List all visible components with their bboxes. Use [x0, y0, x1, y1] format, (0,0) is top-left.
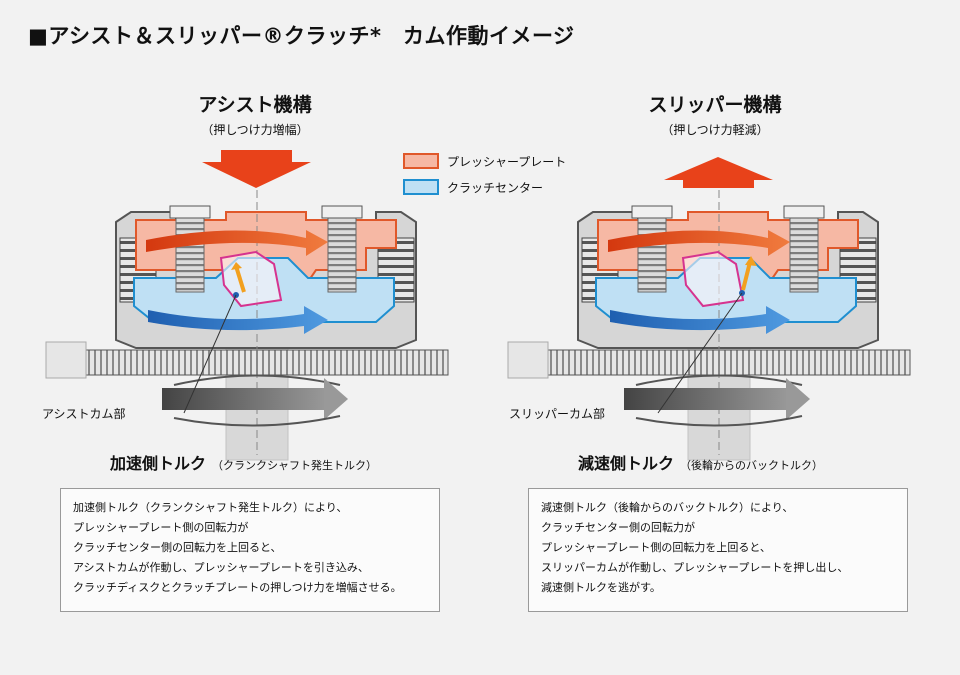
- slipper-mechanism-diagram: [507, 157, 911, 461]
- assist-subheading: （押しつけ力増幅）: [201, 123, 309, 137]
- description-line: 減速側トルクを逃がす。: [541, 581, 661, 594]
- description-line: アシストカムが作動し、プレッシャープレートを引き込み、: [73, 561, 369, 574]
- pressure-plate-swatch: [403, 153, 439, 169]
- legend: プレッシャープレート クラッチセンター: [403, 150, 566, 202]
- description-line: プレッシャープレート側の回転力を上回ると、: [541, 541, 771, 554]
- pressure-rotation-arrow-icon: [146, 230, 328, 256]
- clutch-center-swatch: [403, 179, 439, 195]
- description-line: スリッパーカムが作動し、プレッシャープレートを押し出し、: [541, 561, 849, 574]
- assist-torque-title: 加速側トルク （クランクシャフト発生トルク）: [110, 450, 377, 474]
- description-line: 減速側トルク（後輪からのバックトルク）により、: [541, 501, 794, 514]
- description-line: クラッチディスクとクラッチプレートの押しつけ力を増幅させる。: [73, 581, 402, 594]
- description-line: 加速側トルク（クランクシャフト発生トルク）により、: [73, 501, 348, 514]
- slipper-torque-title: 減速側トルク （後輪からのバックトルク）: [578, 450, 823, 474]
- description-line: クラッチセンター側の回転力が: [541, 521, 695, 534]
- assist-heading: アシスト機構: [198, 94, 312, 116]
- center-rotation-arrow-icon: [148, 306, 328, 334]
- legend-item-clutch-center: クラッチセンター: [403, 176, 566, 198]
- assist-cam-label: アシストカム部: [42, 407, 126, 421]
- slipper-torque-note: （後輪からのバックトルク）: [680, 459, 824, 472]
- assist-torque-label: 加速側トルク: [110, 454, 207, 473]
- assist-mechanism-diagram: [45, 150, 449, 461]
- slipper-heading: スリッパー機構: [648, 94, 782, 116]
- push-up-arrow-icon: [664, 157, 773, 188]
- assist-torque-note: （クランクシャフト発生トルク）: [212, 459, 378, 472]
- legend-label-pressure-plate: プレッシャープレート: [447, 154, 567, 169]
- description-line: クラッチセンター側の回転力を上回ると、: [73, 541, 282, 554]
- slipper-description-box: 減速側トルク（後輪からのバックトルク）により、 クラッチセンター側の回転力が プ…: [528, 488, 908, 612]
- slipper-torque-label: 減速側トルク: [578, 454, 675, 473]
- pressure-rotation-arrow-icon: [608, 230, 790, 256]
- page-title: ■アシスト＆スリッパー®クラッチ* カム作動イメージ: [28, 24, 575, 48]
- description-line: プレッシャープレート側の回転力が: [73, 521, 249, 534]
- legend-label-clutch-center: クラッチセンター: [447, 180, 544, 195]
- slipper-subheading: （押しつけ力軽減）: [661, 123, 769, 137]
- legend-item-pressure-plate: プレッシャープレート: [403, 150, 566, 172]
- push-down-arrow-icon: [202, 150, 311, 188]
- cam-arrow-icon: [234, 265, 246, 293]
- center-rotation-arrow-icon: [610, 306, 790, 334]
- slipper-cam-label: スリッパーカム部: [509, 407, 606, 421]
- assist-description-box: 加速側トルク（クランクシャフト発生トルク）により、 プレッシャープレート側の回転…: [60, 488, 440, 612]
- cam-arrow-icon: [741, 261, 752, 291]
